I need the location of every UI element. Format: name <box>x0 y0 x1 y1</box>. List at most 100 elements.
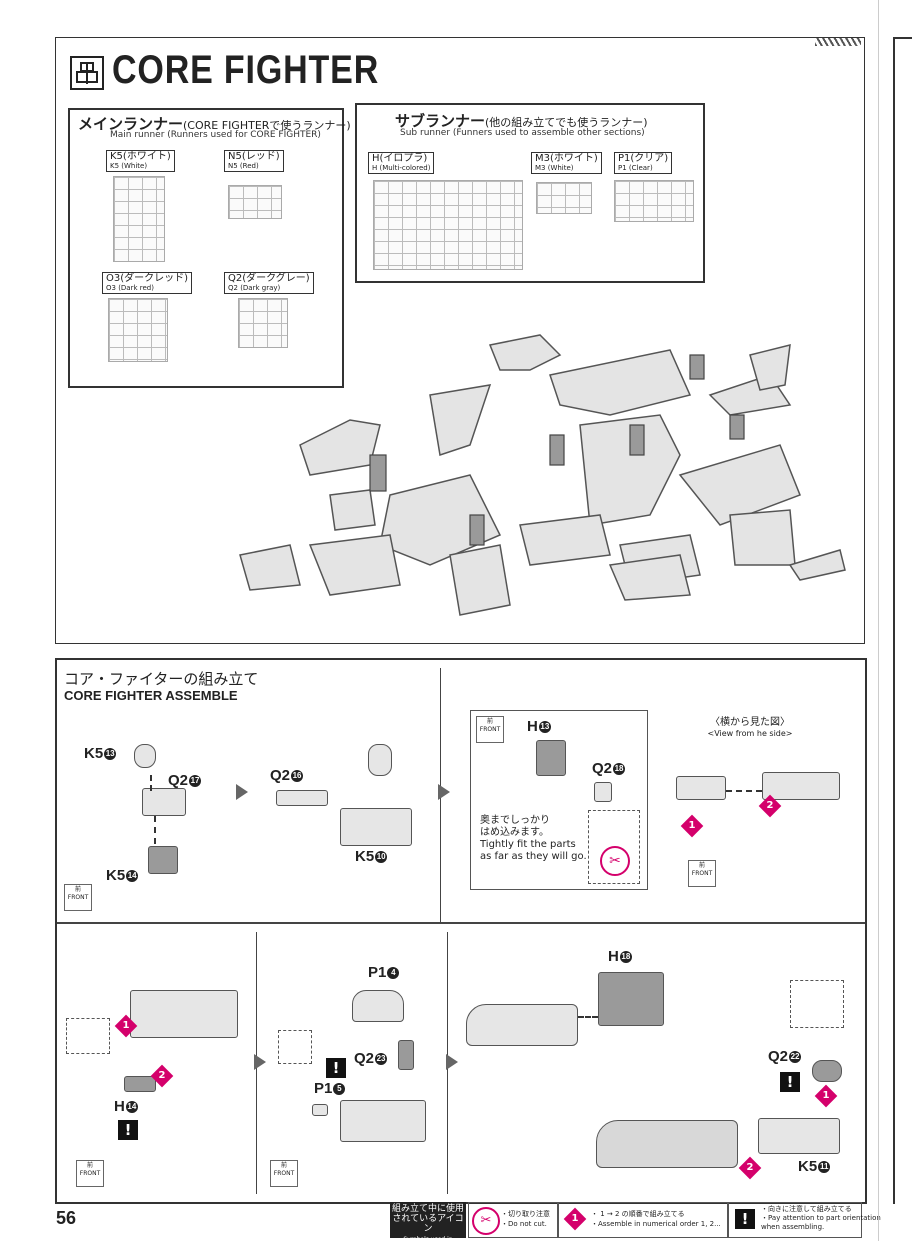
part-k5-10-body <box>340 808 412 846</box>
sub-runner-heading: サブランナー(他の組み立てでも使うランナー) <box>395 110 648 131</box>
part-fuselage-canopy <box>466 1004 578 1046</box>
part-q2-18 <box>594 782 612 802</box>
assembly-panel <box>55 658 867 1204</box>
next-step-arrow <box>446 1054 458 1070</box>
detail-inset <box>278 1030 312 1064</box>
section-title: CORE FIGHTER <box>112 48 380 92</box>
next-step-arrow <box>438 784 450 800</box>
main-runner-heading-jp: メインランナー <box>78 115 184 133</box>
runner-tag-p1-jp: P1(クリア) <box>618 153 669 164</box>
part-cockpit-body <box>340 1100 426 1142</box>
runner-tag-p1: P1(クリア) P1 (Clear) <box>614 152 673 174</box>
runner-tag-n5-en: N5 (Red) <box>228 162 259 170</box>
step-2-badge: 2 <box>738 1156 762 1180</box>
part-fuselage <box>130 990 238 1038</box>
runner-o3-image <box>108 298 168 362</box>
part-h-14 <box>124 1076 156 1092</box>
runner-tag-o3-jp: O3(ダークレッド) <box>106 273 189 284</box>
orientation-warning-icon: ! <box>326 1058 346 1078</box>
orientation-warning-icon: ! <box>118 1120 138 1140</box>
runner-tag-m3-jp: M3(ホワイト) <box>535 153 598 164</box>
part-body-side <box>762 772 840 800</box>
runner-tag-q2: Q2(ダークグレー) Q2 (Dark gray) <box>224 272 314 294</box>
guide-line <box>726 790 762 792</box>
cut-jp: ・切り取り注意 <box>501 1210 550 1218</box>
order-icon: 1 <box>563 1207 587 1231</box>
orientation-warning-icon: ! <box>780 1072 800 1092</box>
step-1-badge: 1 <box>814 1084 838 1108</box>
part-q2-22 <box>812 1060 842 1082</box>
part-h-18 <box>598 972 664 1026</box>
next-step-arrow <box>254 1054 266 1070</box>
icons-en: Symbols used in instructions <box>403 1236 453 1254</box>
icon-legend-title: 組み立て中に使用 されているアイコン Symbols used in instr… <box>390 1202 466 1254</box>
do-not-cut-detail <box>588 810 640 884</box>
orient-jp: ・向きに注意して組み立てる <box>761 1205 852 1213</box>
part-assembled-fighter <box>596 1120 738 1168</box>
main-runner-heading-paren: (CORE FIGHTERで使うランナー) <box>183 119 351 132</box>
part-k5-11 <box>758 1118 840 1154</box>
sub-runner-heading-jp: サブランナー <box>395 112 486 130</box>
runner-q2-image <box>238 298 288 348</box>
assembly-title-en: CORE FIGHTER ASSEMBLE <box>64 688 238 703</box>
detail-box <box>470 710 648 890</box>
legend-orientation: ! ・向きに注意して組み立てる ・Pay attention to part o… <box>728 1202 881 1238</box>
view-side-label: 〈横から見た図〉 <View from he side> <box>690 713 810 739</box>
part-h-13 <box>536 740 566 776</box>
icons-jp-2: されているアイコン <box>392 1214 464 1234</box>
corner-stripes <box>815 38 861 46</box>
runner-m3-image <box>536 182 592 214</box>
runner-tag-m3-en: M3 (White) <box>535 164 574 172</box>
runner-tag-k5: K5(ホワイト) K5 (White) <box>106 150 175 172</box>
tip-en-2: as far as they will go. <box>480 851 587 862</box>
part-k5-14 <box>148 846 178 874</box>
runner-tag-n5-jp: N5(レッド) <box>228 151 280 162</box>
legend-cut-text: ・切り取り注意 ・Do not cut. <box>501 1209 550 1229</box>
next-step-arrow <box>236 784 248 800</box>
runner-tag-q2-jp: Q2(ダークグレー) <box>228 273 310 284</box>
adjacent-page-edge <box>878 0 879 1241</box>
runner-tag-o3-en: O3 (Dark red) <box>106 284 154 292</box>
legend-cut: ✂ ・切り取り注意 ・Do not cut. <box>468 1202 558 1238</box>
part-p1-4-canopy <box>352 990 404 1022</box>
divider-row <box>57 922 865 924</box>
runner-tag-k5-jp: K5(ホワイト) <box>110 151 171 162</box>
cut-en: ・Do not cut. <box>501 1220 547 1228</box>
tip-en-1: Tightly fit the parts <box>480 839 576 850</box>
exploded-parts-illustration <box>239 334 846 616</box>
part-nose-side <box>676 776 726 800</box>
part-q2-17 <box>142 788 186 816</box>
order-en: ・Assemble in numerical order 1, 2... <box>591 1220 721 1228</box>
step-2-badge: 2 <box>150 1064 174 1088</box>
orient-en-2: when assembling. <box>761 1223 825 1231</box>
runner-tag-m3: M3(ホワイト) M3 (White) <box>531 152 602 174</box>
view-side-en: <View from he side> <box>707 729 793 738</box>
runner-tag-h-jp: H(イロプラ) <box>372 153 428 164</box>
runner-h-image <box>373 180 523 270</box>
part-q2-23 <box>398 1040 414 1070</box>
runner-tag-h: H(イロプラ) H (Multi-colored) <box>368 152 435 174</box>
runner-tag-h-en: H (Multi-colored) <box>372 164 431 172</box>
runner-k5-image <box>113 176 165 262</box>
assembly-title-jp: コア・ファイターの組み立て <box>64 670 259 688</box>
part-q2-16 <box>276 790 328 806</box>
scissors-prohibited-icon: ✂ <box>600 846 630 876</box>
order-jp: ・ 1 → 2 の順番で組み立てる <box>591 1210 685 1218</box>
tip-note: 奥までしっかり はめ込みます。 Tightly fit the parts as… <box>480 815 587 863</box>
main-runner-sub: Main runner (Runners used for CORE FIGHT… <box>110 130 321 140</box>
